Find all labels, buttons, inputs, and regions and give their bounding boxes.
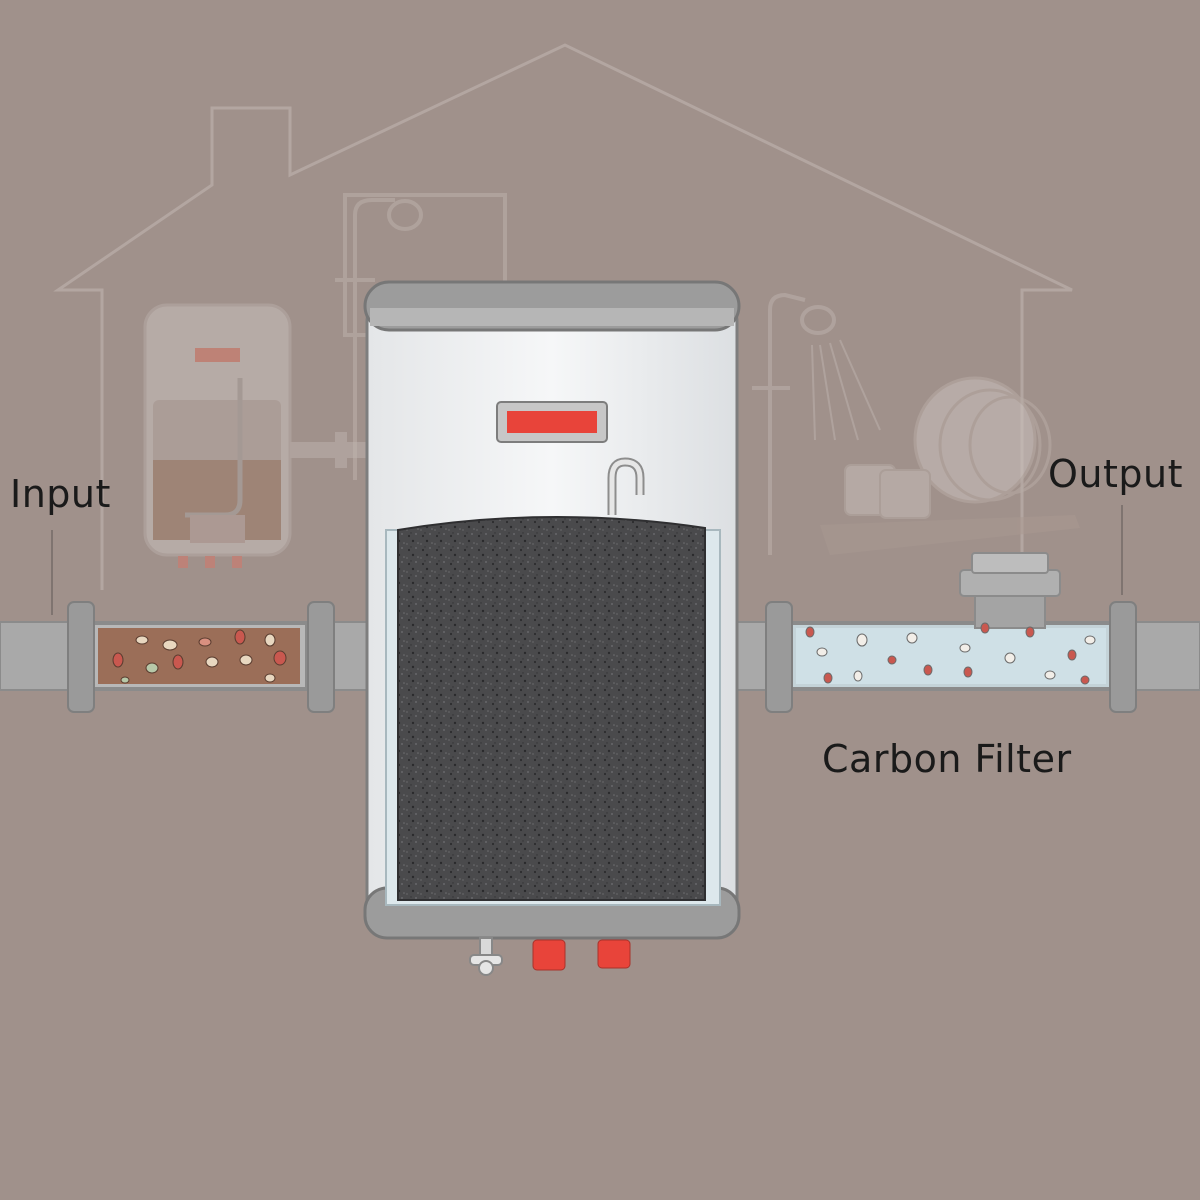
sediment-particles [112, 629, 287, 684]
house-outline-icon [53, 43, 1073, 590]
hot-outlet [532, 939, 566, 971]
carbon-filter-tank [363, 280, 741, 976]
cold-outlet [597, 939, 631, 969]
carbon-filter-label: Carbon Filter [822, 737, 1072, 781]
output-label: Output [1048, 452, 1183, 496]
input-label: Input [10, 472, 111, 516]
filtered-particles [805, 622, 1096, 685]
indicator-light [496, 401, 608, 443]
label-leader-lines [51, 505, 1123, 615]
shower-icon [752, 292, 881, 555]
dish-rack-icon [820, 376, 1080, 555]
pipe-flange [67, 601, 1137, 713]
drain-valve-icon [469, 937, 503, 976]
faucet-icon [607, 457, 645, 515]
water-heater-icon [143, 303, 370, 568]
